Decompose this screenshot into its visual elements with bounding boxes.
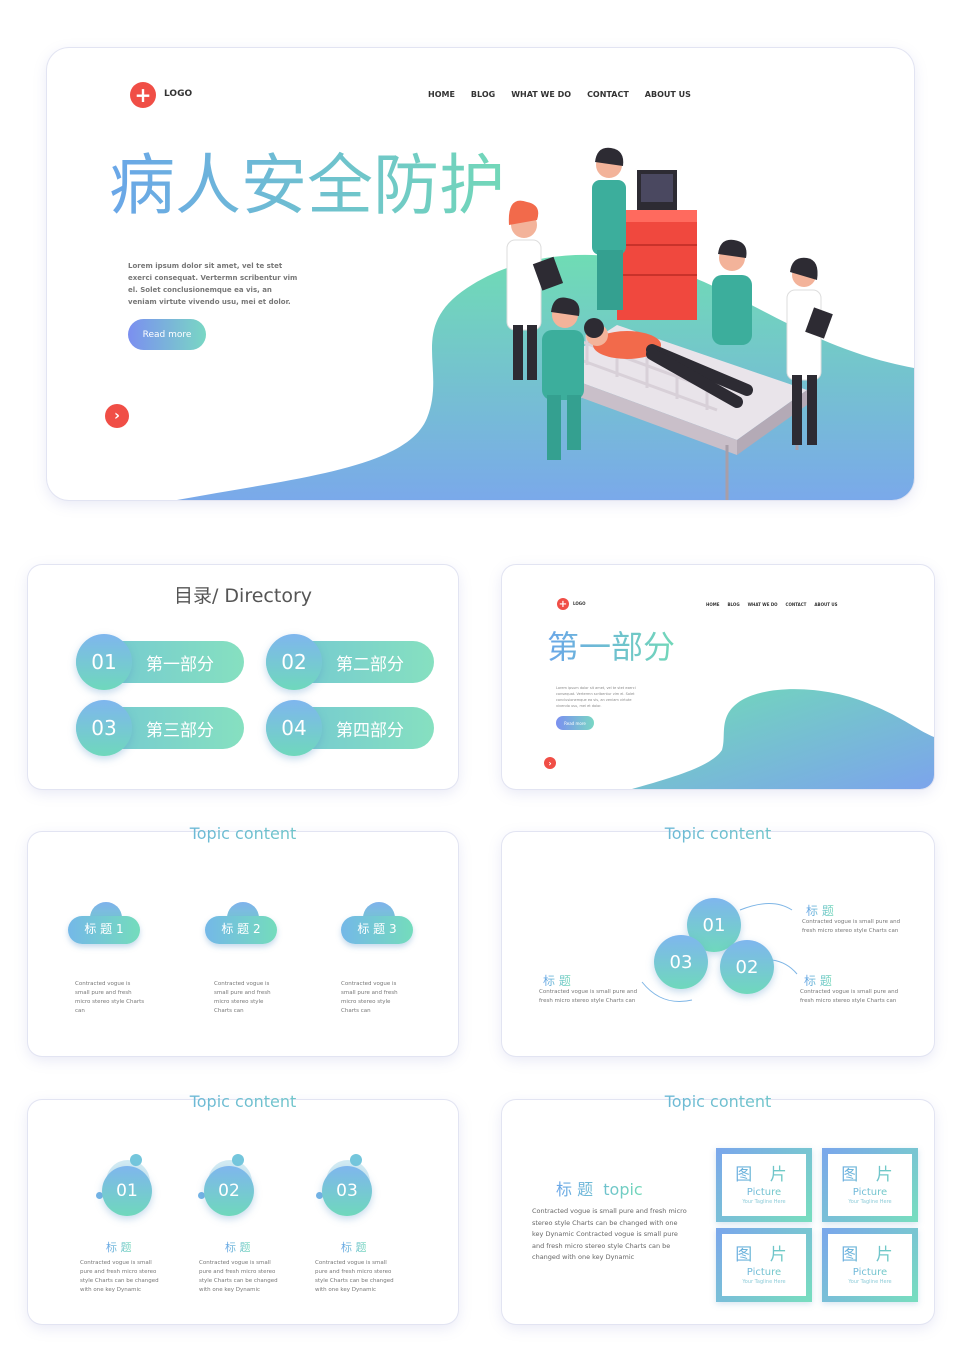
cycle-label-3-text: Contracted vogue is small pure and fresh… <box>539 989 638 1004</box>
section-title: 第一部分 <box>547 628 676 666</box>
cycle-slide: Topic content 01 02 03 标 题 Contracted vo… <box>502 824 934 1056</box>
bubble-group-2[interactable]: 02 <box>196 1154 266 1224</box>
bubble-num-2: 02 <box>204 1166 254 1216</box>
bubble-num-1: 01 <box>102 1166 152 1216</box>
cloud-item-2[interactable]: 标 题 2 <box>205 902 277 944</box>
cloud-item-3[interactable]: 标 题 3 <box>341 902 413 944</box>
cloud-label: 标 题 3 <box>357 922 397 936</box>
bubble-num-3: 03 <box>322 1166 372 1216</box>
topic-title: Topic content <box>502 824 934 843</box>
cycle-circle-3: 03 <box>654 935 708 989</box>
topic-title: Topic content <box>502 1092 934 1111</box>
bubble-group-3[interactable]: 03 <box>314 1154 384 1224</box>
nav-blog[interactable]: BLOG <box>470 90 496 99</box>
directory-num-1: 01 <box>76 634 132 690</box>
clouds-slide: Topic content 标 题 1 Contracted vogue is … <box>28 824 458 1056</box>
nav-contact[interactable]: CONTACT <box>785 602 807 607</box>
cloud-item-1[interactable]: 标 题 1 <box>68 902 140 944</box>
bubbles-slide: Topic content 01 标 题 Contracted vogue is… <box>28 1092 458 1324</box>
bubble-group-1[interactable]: 01 <box>94 1154 164 1224</box>
directory-num-2: 02 <box>266 634 322 690</box>
hero-title: 病人安全防护 <box>109 147 505 224</box>
topic-title: Topic content <box>28 1092 458 1111</box>
nav-blog[interactable]: BLOG <box>727 602 740 607</box>
bubble-text-1: Contracted vogue is small pure and fresh… <box>80 1260 159 1293</box>
cycle-label-2-text: Contracted vogue is small pure and fresh… <box>800 989 899 1004</box>
directory-num-3: 03 <box>76 700 132 756</box>
section-slide: + LOGO HOME BLOG WHAT WE DO CONTACT ABOU… <box>502 565 934 789</box>
nav-what-we-do[interactable]: WHAT WE DO <box>511 90 572 99</box>
picture-placeholder-2[interactable]: 图 片 Picture Your Tagline Here <box>822 1148 918 1222</box>
bubble-title-2: 标 题 <box>225 1241 251 1254</box>
hero-nav: HOME BLOG WHAT WE DO CONTACT ABOUT US <box>428 90 691 99</box>
directory-title: 目录/ Directory <box>173 585 312 607</box>
logo-text: LOGO <box>164 89 193 99</box>
next-arrow-icon[interactable]: › <box>105 404 129 428</box>
medical-team-illustration <box>506 147 833 500</box>
cycle-label-3-title: 标 题 <box>543 974 571 988</box>
pictures-heading: 标 题 topic <box>556 1176 643 1200</box>
cloud-text-1: Contracted vogue is small pure and fresh… <box>75 981 145 1014</box>
section-body: Lorem ipsum dolor sit amet, vel te stet … <box>556 686 636 708</box>
bubble-title-1: 标 题 <box>106 1241 132 1254</box>
nav-what-we-do[interactable]: WHAT WE DO <box>747 602 778 607</box>
next-arrow-icon[interactable]: › <box>544 757 556 769</box>
section-wave-shape <box>632 689 934 789</box>
cycle-label-1-text: Contracted vogue is small pure and fresh… <box>802 919 901 934</box>
nav-contact[interactable]: CONTACT <box>587 90 629 99</box>
cloud-label: 标 题 1 <box>84 922 124 936</box>
cloud-text-2: Contracted vogue is small pure and fresh… <box>214 981 271 1014</box>
read-more-button[interactable]: Read more <box>556 716 594 730</box>
picture-placeholder-3[interactable]: 图 片 Picture Your Tagline Here <box>716 1228 812 1302</box>
picture-placeholder-1[interactable]: 图 片 Picture Your Tagline Here <box>716 1148 812 1222</box>
bubble-text-2: Contracted vogue is small pure and fresh… <box>199 1260 278 1293</box>
bubble-title-3: 标 题 <box>341 1241 367 1254</box>
pictures-body: Contracted vogue is small pure and fresh… <box>532 1207 687 1261</box>
logo-text: LOGO <box>573 601 586 606</box>
directory-slide: 目录/ Directory 第一部分 01 第二部分 02 第三部分 03 第四… <box>28 565 458 789</box>
picture-placeholder-4[interactable]: 图 片 Picture Your Tagline Here <box>822 1228 918 1302</box>
directory-num-4: 04 <box>266 700 322 756</box>
pictures-slide: Topic content 标 题 topic Contracted vogue… <box>502 1092 934 1324</box>
cycle-label-1-title: 标 题 <box>806 904 834 918</box>
logo-cross-icon: + <box>557 598 569 610</box>
topic-title: Topic content <box>28 824 458 843</box>
nav-home[interactable]: HOME <box>428 90 455 99</box>
logo-cross-icon: + <box>130 82 156 108</box>
read-more-button[interactable]: Read more <box>128 319 206 350</box>
bubble-text-3: Contracted vogue is small pure and fresh… <box>315 1260 394 1293</box>
cycle-connector-arrows <box>641 903 798 1002</box>
nav-home[interactable]: HOME <box>706 602 720 607</box>
cycle-label-2-title: 标 题 <box>804 974 832 988</box>
hero-body: Lorem ipsum dolor sit amet, vel te stet … <box>128 262 298 306</box>
nav-about-us[interactable]: ABOUT US <box>814 602 838 607</box>
cloud-label: 标 题 2 <box>221 922 261 936</box>
cloud-text-3: Contracted vogue is small pure and fresh… <box>341 981 398 1014</box>
section-nav: HOME BLOG WHAT WE DO CONTACT ABOUT US <box>706 602 837 607</box>
hero-slide: + LOGO HOME BLOG WHAT WE DO CONTACT ABOU… <box>47 48 914 500</box>
cycle-circle-2: 02 <box>720 940 774 994</box>
nav-about-us[interactable]: ABOUT US <box>644 90 691 99</box>
